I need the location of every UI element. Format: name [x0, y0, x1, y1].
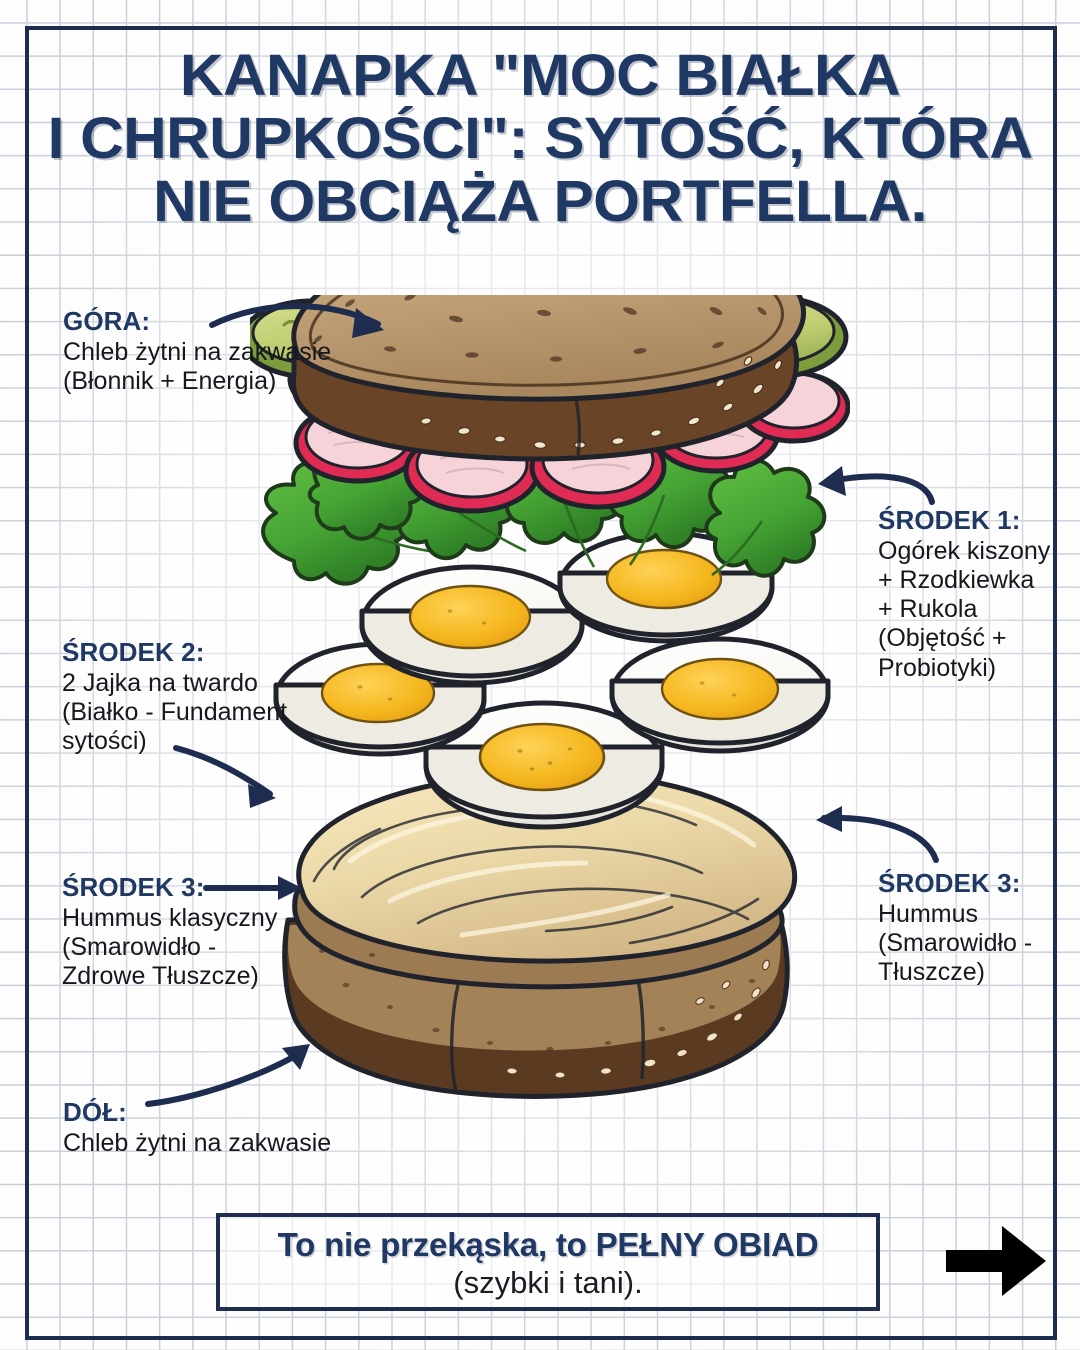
callout-top-body: Chleb żytni na zakwasie (Błonnik + Energ…: [63, 337, 332, 395]
callout-middle2-body: 2 Jajka na twardo (Białko - Fundament sy…: [62, 668, 288, 756]
callout-middle1-body: Ogórek kiszony + Rzodkiewka + Rukola (Ob…: [878, 536, 1051, 682]
callout-middle1-heading: ŚRODEK 1:: [878, 505, 1021, 535]
bottom-banner: To nie przekąska, to PEŁNY OBIAD (szybki…: [216, 1213, 880, 1311]
callout-bottom: DÓŁ: Chleb żytni na zakwasie: [63, 1097, 383, 1158]
callout-middle2: ŚRODEK 2: 2 Jajka na twardo (Białko - Fu…: [62, 637, 372, 756]
callout-middle3-right-heading: ŚRODEK 3:: [878, 868, 1021, 898]
banner-line-1: To nie przekąska, to PEŁNY OBIAD: [277, 1226, 819, 1263]
banner-line-2: (szybki i tani).: [453, 1265, 643, 1301]
callout-top: GÓRA: Chleb żytni na zakwasie (Błonnik +…: [63, 306, 363, 396]
callout-middle3-right-body: Hummus (Smarowidło - Tłuszcze): [878, 899, 1033, 987]
callout-top-heading: GÓRA:: [63, 306, 151, 336]
top-bread-slice: [290, 295, 806, 462]
callout-middle3-left-heading: ŚRODEK 3:: [62, 872, 205, 902]
callout-bottom-heading: DÓŁ:: [63, 1097, 127, 1127]
hard-boiled-egg-halves: [273, 530, 831, 830]
right-arrow-icon[interactable]: [940, 1222, 1052, 1300]
callout-bottom-body: Chleb żytni na zakwasie: [63, 1128, 332, 1157]
page-title: KANAPKA "MOC BIAŁKA I CHRUPKOŚCI": SYTOŚ…: [47, 43, 1033, 235]
callout-middle3-right: ŚRODEK 3: Hummus (Smarowidło - Tłuszcze): [878, 868, 1078, 987]
exploded-sandwich-illustration: [250, 295, 850, 1099]
callout-middle2-heading: ŚRODEK 2:: [62, 637, 205, 667]
callout-middle3-left: ŚRODEK 3: Hummus klasyczny (Smarowidło -…: [62, 872, 352, 991]
callout-middle1: ŚRODEK 1: Ogórek kiszony + Rzodkiewka + …: [878, 505, 1078, 683]
callout-middle3-left-body: Hummus klasyczny (Smarowidło - Zdrowe Tł…: [62, 903, 278, 991]
